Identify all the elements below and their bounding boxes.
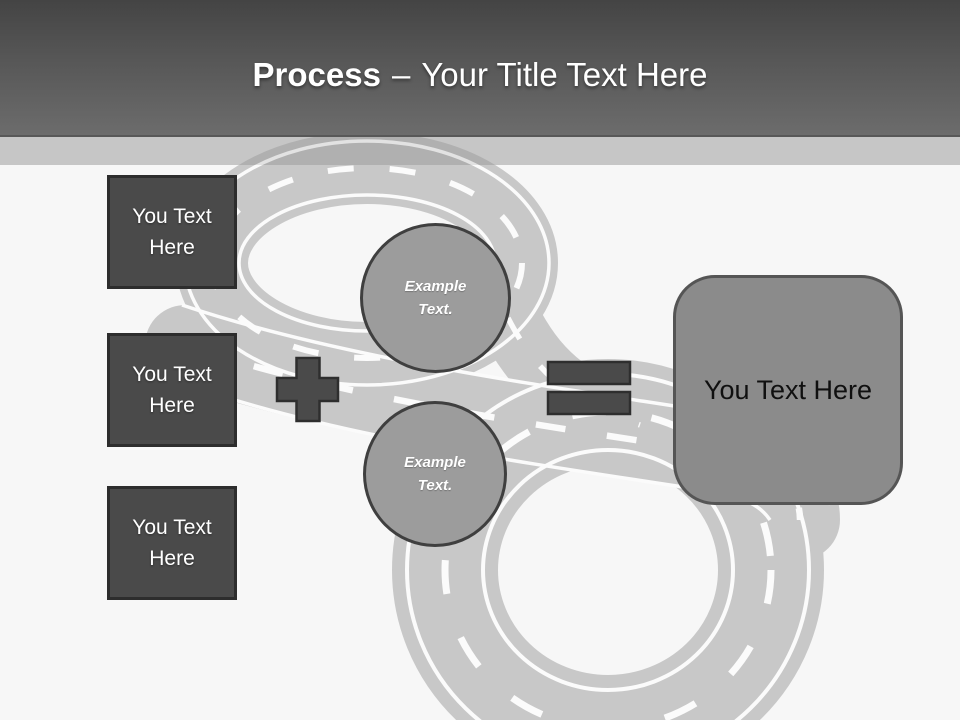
example-circle-2-label: Example Text.: [404, 454, 466, 494]
title-placeholder-text: Your Title Text Here: [421, 55, 708, 93]
text-box-3-label: You Text Here: [132, 516, 212, 570]
result-box-label: You Text Here: [703, 374, 873, 405]
result-box[interactable]: You Text Here: [673, 275, 903, 505]
title-keyword: Process: [252, 55, 381, 93]
slide-title[interactable]: Process – Your Title Text Here: [253, 56, 708, 94]
text-box-3[interactable]: You Text Here: [107, 486, 237, 600]
text-box-2-label: You Text Here: [132, 363, 212, 417]
title-separator: –: [391, 55, 411, 93]
example-circle-2[interactable]: Example Text.: [363, 401, 507, 547]
title-bar: Process – Your Title Text Here: [0, 0, 960, 137]
text-box-1-label: You Text Here: [132, 205, 212, 259]
example-circle-1-label: Example Text.: [404, 278, 467, 318]
plus-icon[interactable]: [272, 353, 344, 427]
text-box-2[interactable]: You Text Here: [107, 333, 237, 447]
example-circle-1[interactable]: Example Text.: [360, 223, 511, 373]
text-box-1[interactable]: You Text Here: [107, 175, 237, 289]
equals-icon[interactable]: [543, 358, 635, 420]
